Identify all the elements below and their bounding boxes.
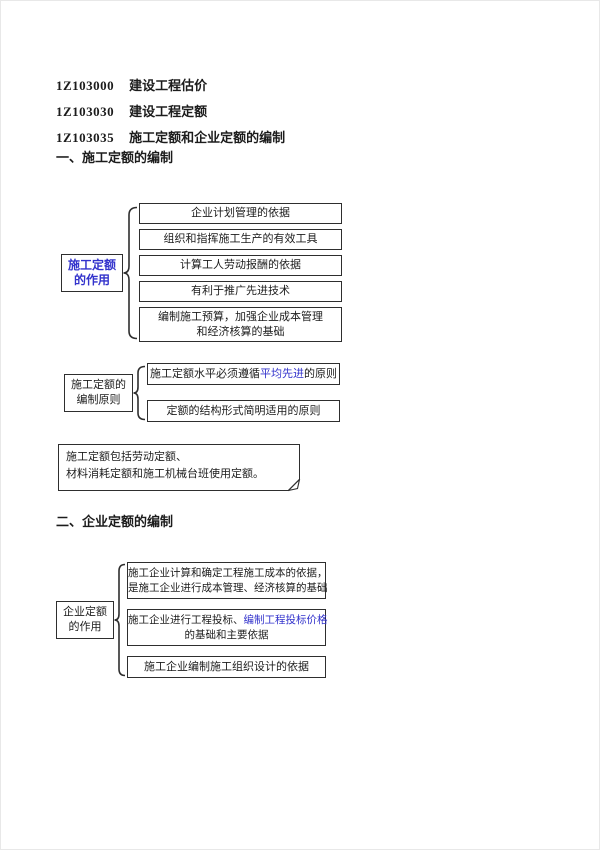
diagram3-label-box: 企业定额 的作用 [56, 601, 114, 639]
heading-1z103035: 1Z103035 施工定额和企业定额的编制 [56, 127, 285, 146]
label-line: 施工定额的 [71, 378, 126, 391]
left-brace-icon [114, 563, 126, 677]
box-text: 的基础和主要依据 [184, 628, 269, 641]
diagram-enterprise-quota-role: 企业定额 的作用 施工企业计算和确定工程施工成本的依据， 是施工企业进行成本管理… [56, 562, 328, 678]
box-text: 有利于推广先进技术 [191, 285, 291, 297]
diagram-box: 施工企业编制施工组织设计的依据 [127, 656, 326, 678]
note-box: 施工定额包括劳动定额、 材料消耗定额和施工机械台班使用定额。 [58, 444, 301, 492]
diagram-box: 计算工人劳动报酬的依据 [139, 255, 343, 276]
label-line: 编制原则 [76, 393, 121, 406]
diagram-construction-quota-role: 施工定额 的作用 企业计划管理的依据 组织和指挥施工生产的有效工具 计算工人劳动… [61, 203, 343, 342]
box-text: 施工企业计算和确定工程施工成本的依据， [128, 566, 328, 579]
diagram2-label-box: 施工定额的 编制原则 [64, 373, 133, 412]
text-segment: 的原则 [304, 367, 337, 380]
box-text: 是施工企业进行成本管理、经济核算的基础 [128, 581, 328, 594]
section-2-title: 二、企业定额的编制 [56, 514, 174, 529]
heading-title: 建设工程定额 [129, 104, 208, 119]
note-line: 施工定额包括劳动定额、 [66, 451, 187, 463]
note-line: 材料消耗定额和施工机械台班使用定额。 [66, 468, 264, 480]
text-segment: 施工定额水平必须遵循 [150, 367, 260, 380]
box-text: 计算工人劳动报酬的依据 [180, 259, 302, 271]
box-text: 和经济核算的基础 [196, 325, 285, 338]
heading-code: 1Z103030 [56, 104, 115, 119]
box-text: 组织和指挥施工生产的有效工具 [163, 233, 318, 245]
diagram2-items: 施工定额水平必须遵循平均先进的原则 定额的结构形式简明适用的原则 [147, 363, 340, 422]
box-text: 定额的结构形式简明适用的原则 [166, 404, 321, 417]
heading-1z103000: 1Z103000 建设工程估价 [56, 75, 207, 94]
highlighted-text: 编制工程投标价格 [243, 613, 328, 626]
text-segment: 施工企业进行工程投标、 [128, 613, 244, 626]
box-text: 编制施工预算，加强企业成本管理 [158, 310, 324, 323]
diagram-box: 定额的结构形式简明适用的原则 [147, 400, 340, 422]
section-1-title: 一、施工定额的编制 [56, 150, 174, 165]
heading-code: 1Z103035 [56, 130, 115, 145]
label-line: 的作用 [74, 272, 111, 287]
diagram-box: 施工企业进行工程投标、编制工程投标价格 的基础和主要依据 [127, 609, 328, 646]
diagram-box: 编制施工预算，加强企业成本管理 和经济核算的基础 [139, 307, 343, 342]
heading-title: 施工定额和企业定额的编制 [129, 130, 286, 145]
left-brace-icon [123, 206, 138, 339]
heading-title: 建设工程估价 [129, 78, 208, 93]
highlighted-text: 平均先进 [260, 367, 304, 380]
folded-corner-icon [287, 478, 301, 492]
diagram-box: 有利于推广先进技术 [139, 281, 343, 302]
diagram-box: 企业计划管理的依据 [139, 203, 343, 224]
left-brace-icon [133, 365, 146, 420]
box-text: 施工定额水平必须遵循平均先进的原则 [148, 367, 339, 382]
diagram1-label-box: 施工定额 的作用 [61, 253, 124, 292]
diagram-box: 施工企业计算和确定工程施工成本的依据， 是施工企业进行成本管理、经济核算的基础 [127, 562, 328, 599]
diagram3-items: 施工企业计算和确定工程施工成本的依据， 是施工企业进行成本管理、经济核算的基础 … [127, 562, 328, 678]
box-text: 施工企业进行工程投标、编制工程投标价格 [128, 613, 328, 628]
heading-1z103030: 1Z103030 建设工程定额 [56, 101, 207, 120]
diagram-box: 施工定额水平必须遵循平均先进的原则 [147, 363, 340, 385]
diagram1-items: 企业计划管理的依据 组织和指挥施工生产的有效工具 计算工人劳动报酬的依据 有利于… [139, 203, 343, 342]
diagram-quota-principles: 施工定额的 编制原则 施工定额水平必须遵循平均先进的原则 定额的结构形式简明适用… [64, 363, 340, 422]
heading-code: 1Z103000 [56, 78, 115, 93]
box-text: 企业计划管理的依据 [191, 207, 291, 219]
label-line: 施工定额 [68, 257, 117, 272]
diagram-box: 组织和指挥施工生产的有效工具 [139, 229, 343, 250]
label-line: 的作用 [68, 621, 102, 633]
label-line: 企业定额 [63, 606, 107, 618]
box-text: 施工企业编制施工组织设计的依据 [144, 660, 309, 673]
